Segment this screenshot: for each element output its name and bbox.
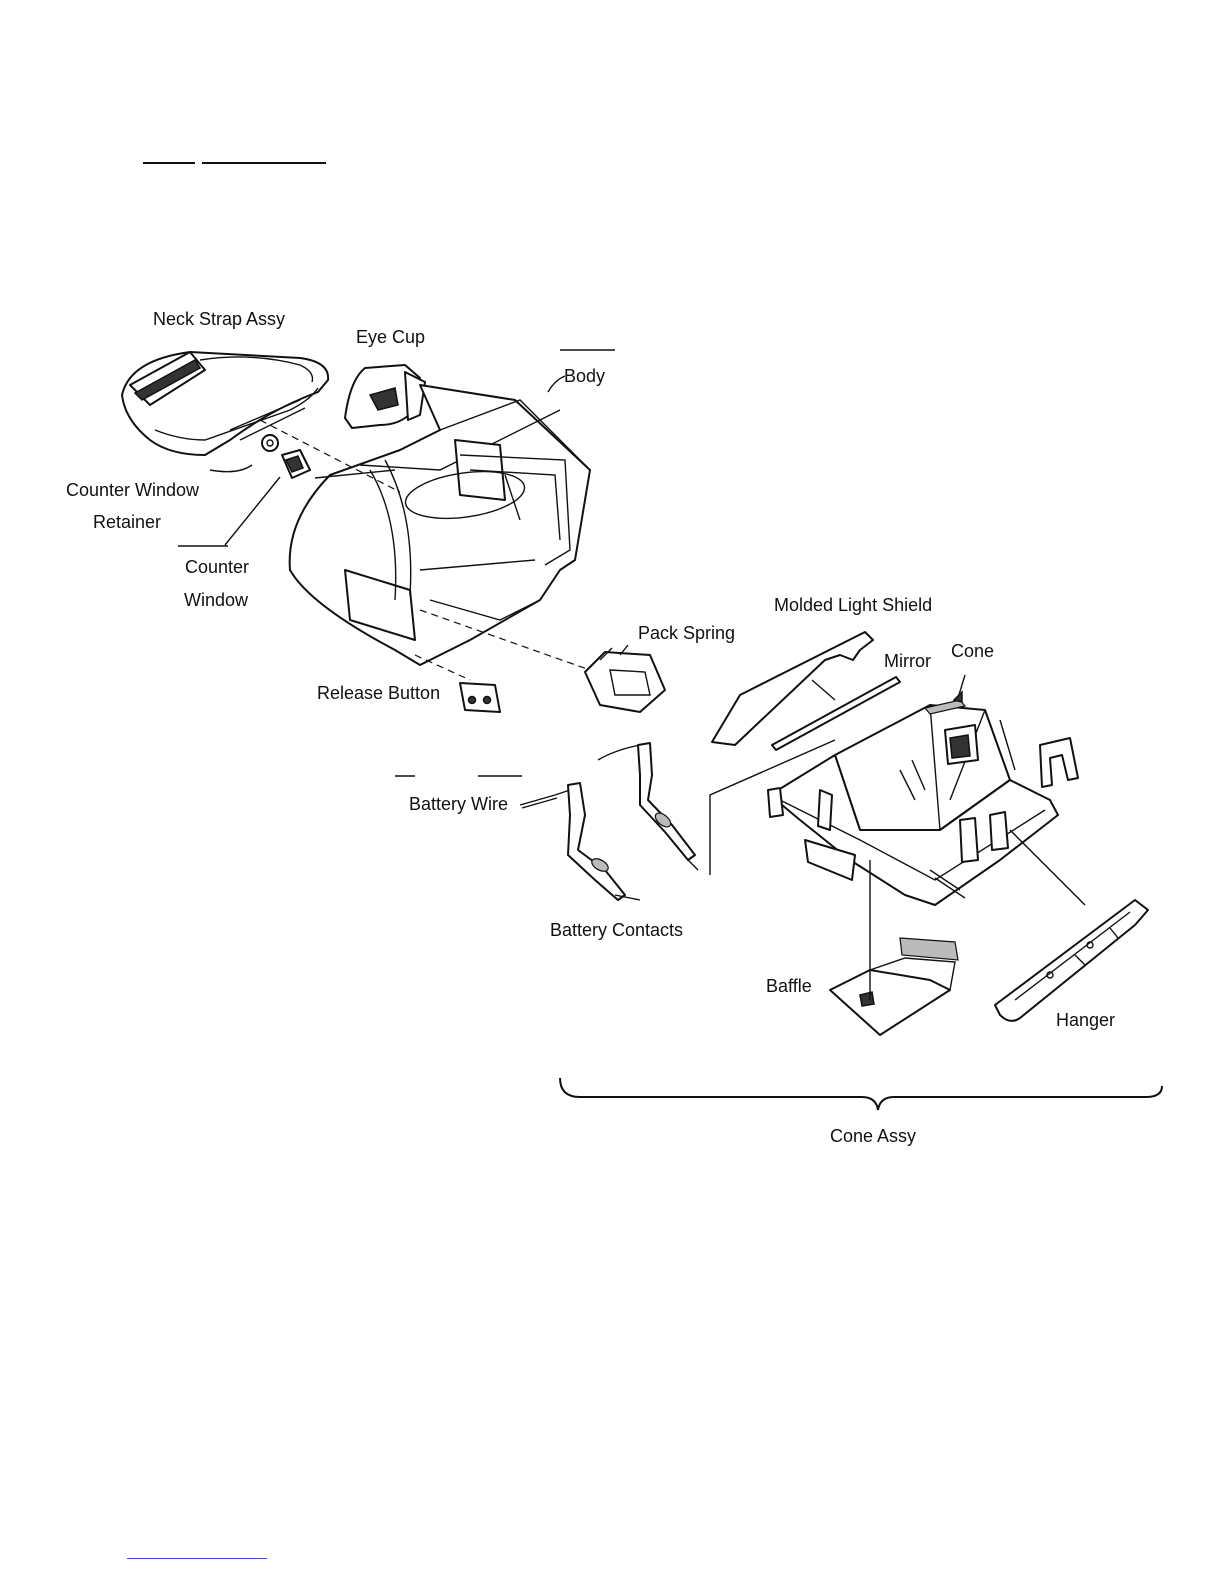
label-counter-window-retainer-1: Counter Window (66, 480, 199, 501)
counter-window-retainer-part (262, 435, 278, 451)
label-counter-window-retainer-2: Retainer (93, 512, 161, 533)
label-body: Body (564, 366, 605, 387)
cone-assy-brace (560, 1078, 1162, 1110)
hanger-part (995, 900, 1148, 1021)
battery-contacts-part (568, 743, 698, 900)
label-baffle: Baffle (766, 976, 812, 997)
baffle-part (830, 938, 958, 1035)
label-molded-light-shield: Molded Light Shield (774, 595, 932, 616)
footer-rule (127, 1558, 267, 1559)
body-part (290, 385, 590, 665)
eye-cup-part (345, 365, 425, 428)
label-counter-window-2: Window (184, 590, 248, 611)
pack-spring-part (585, 645, 665, 712)
label-pack-spring: Pack Spring (638, 623, 735, 644)
counter-window-leader (225, 477, 280, 545)
label-counter-window-1: Counter (185, 557, 249, 578)
label-eye-cup: Eye Cup (356, 327, 425, 348)
label-battery-wire: Battery Wire (409, 794, 508, 815)
label-cone-assy: Cone Assy (830, 1126, 916, 1147)
molded-light-shield-part (712, 632, 873, 745)
label-battery-contacts: Battery Contacts (550, 920, 683, 941)
side-bracket-part (1040, 738, 1078, 787)
counter-window-part (282, 450, 310, 478)
label-mirror: Mirror (884, 651, 931, 672)
hanger-guide-line (1010, 830, 1085, 905)
release-button-part (460, 683, 500, 712)
body-leader (548, 376, 565, 392)
label-hanger: Hanger (1056, 1010, 1115, 1031)
label-neck-strap-assy: Neck Strap Assy (153, 309, 285, 330)
label-release-button: Release Button (317, 683, 440, 704)
retainer-leader (210, 465, 252, 472)
label-cone: Cone (951, 641, 994, 662)
cone-pointer-arrowhead (954, 692, 962, 702)
